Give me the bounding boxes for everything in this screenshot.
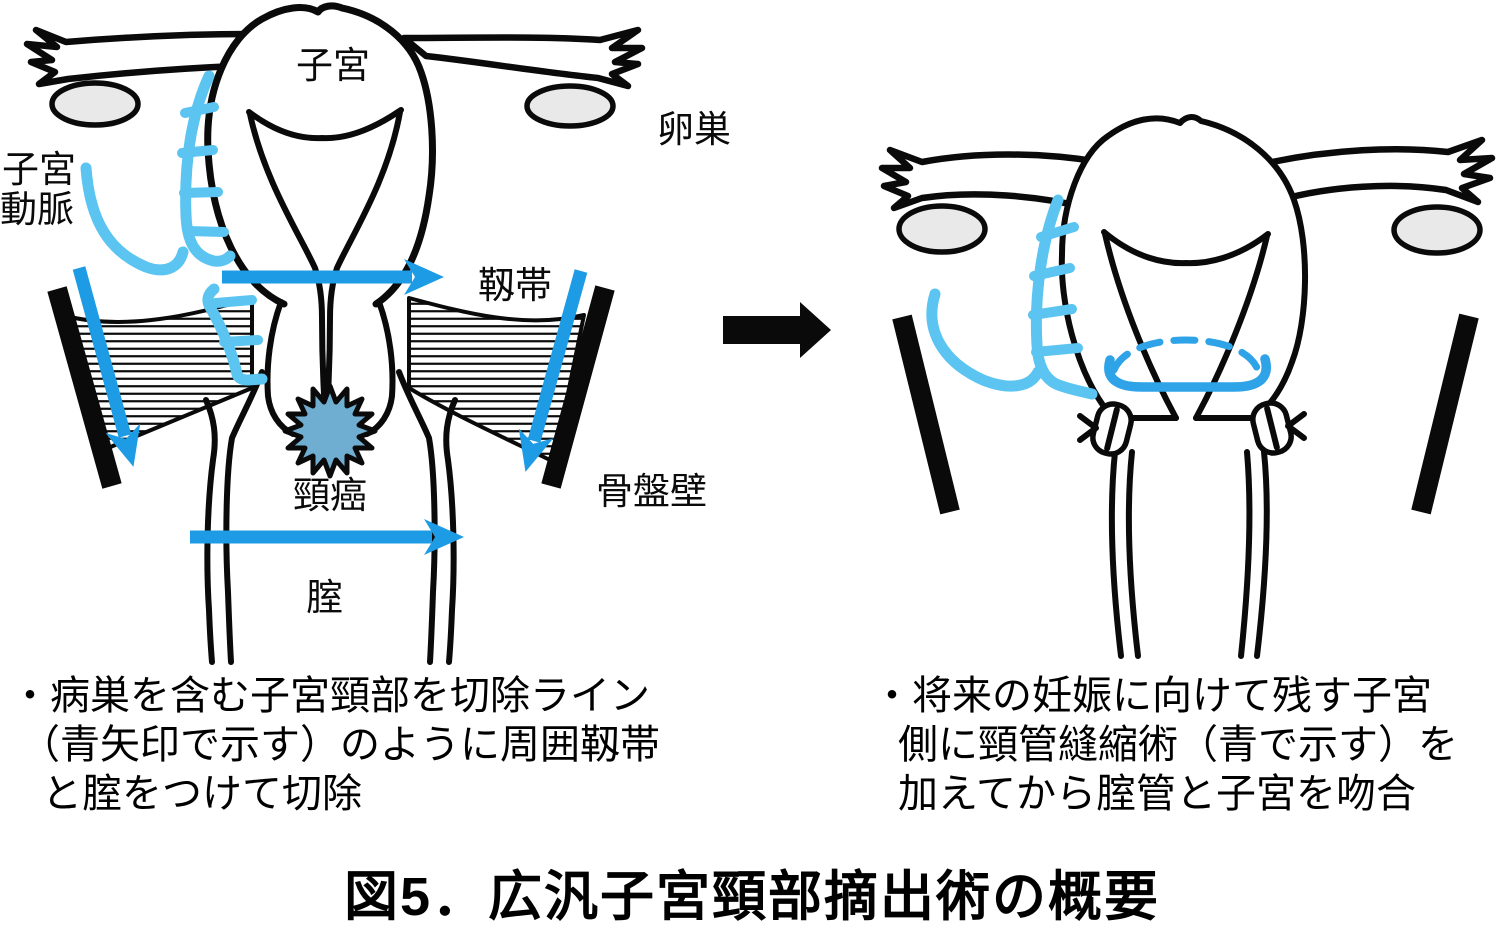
right-description-text: ・将来の妊娠に向けて残す子宮 側に頸管縫縮術（青で示す）を 加えてから腟管と子宮… — [872, 672, 1458, 819]
right-description-line1: ・将来の妊娠に向けて残す子宮 — [872, 674, 1432, 718]
right-vagina-outer-wall-left — [1108, 449, 1124, 659]
left-uterine-artery-icon — [80, 70, 268, 386]
knot-pointer-left-icon — [1077, 413, 1099, 443]
right-ovary-left-icon — [896, 203, 988, 255]
label-uterine-artery-line2: 動脈 — [0, 189, 74, 230]
cervical-cerclage-icon — [1104, 336, 1271, 392]
right-uterus-outline — [1058, 114, 1309, 415]
label-ovary: 卵巣 — [657, 109, 731, 150]
left-description-line3: と腟をつけて切除 — [42, 772, 362, 816]
left-description-text: ・病巣を含む子宮頸部を切除ライン （青矢印で示す）のように周囲靱帯 と腟をつけて… — [10, 672, 660, 819]
left-ovary-right-icon — [524, 83, 616, 129]
right-fallopian-tube-left-icon — [878, 146, 1104, 212]
figure-caption: 図5．広汎子宮頸部摘出術の概要 — [343, 867, 1161, 927]
left-description-line1: ・病巣を含む子宮頸部を切除ライン — [10, 674, 650, 718]
right-panel-post-op-diagram — [878, 114, 1496, 659]
left-description-line2: （青矢印で示す）のように周囲靱帯 — [20, 723, 660, 767]
label-uterine-artery-line1: 子宮 — [2, 149, 76, 190]
label-cervical-cancer: 頸癌 — [293, 475, 367, 516]
left-panel-pre-op-diagram: 子宮 卵巣 子宮 動脈 靱帯 頸癌 骨盤壁 腟 — [0, 2, 731, 665]
right-uterine-artery-icon — [926, 194, 1098, 400]
right-vagina-inner-wall-right — [1238, 449, 1253, 659]
procedure-step-arrow-icon — [723, 302, 831, 358]
right-uterine-cavity-right-wall — [1193, 233, 1270, 421]
left-pelvic-wall-bar-left — [47, 286, 122, 489]
resection-line-arrows — [72, 259, 588, 555]
right-fallopian-tube-right-icon — [1268, 136, 1496, 206]
right-ovary-right-icon — [1391, 204, 1483, 256]
right-vagina-inner-wall-left — [1125, 449, 1141, 659]
resection-arrow-ligament-right-icon — [518, 269, 588, 472]
left-uterine-cavity-top — [246, 107, 404, 142]
left-vagina-inner-wall-right — [396, 369, 438, 665]
label-ligament: 靱帯 — [478, 265, 552, 306]
right-description-line2: 側に頸管縫縮術（青で示す）を — [898, 723, 1458, 767]
right-pelvic-wall-bar-left — [892, 314, 960, 515]
right-vagina-outer-wall-right — [1254, 449, 1270, 659]
left-cervix-wall-left — [264, 299, 296, 437]
left-fallopian-tube-left-icon — [23, 26, 254, 88]
label-vagina: 腟 — [306, 577, 343, 618]
left-fallopian-tube-right-icon — [400, 26, 646, 90]
resection-arrow-ligament-left-icon — [72, 266, 141, 467]
left-vagina-inner-wall-left — [223, 369, 265, 665]
cervical-cancer-starburst-icon — [282, 383, 378, 479]
right-pelvic-wall-bar-right — [1411, 313, 1479, 515]
left-pelvic-wall-bar-right — [541, 285, 615, 489]
left-cervix-wall-right — [364, 299, 396, 437]
knot-pointer-right-icon — [1285, 411, 1307, 441]
right-uterine-cavity-left-wall — [1102, 231, 1179, 421]
left-uterus-silhouette — [207, 4, 433, 436]
right-description-line3: 加えてから腟管と子宮を吻合 — [898, 772, 1416, 816]
left-vagina-outer-wall-right — [443, 397, 458, 665]
left-ovary-left-icon — [49, 80, 141, 128]
label-uterus: 子宮 — [296, 45, 370, 86]
right-uterine-cavity-top — [1101, 229, 1271, 267]
label-pelvic-wall: 骨盤壁 — [596, 471, 707, 512]
